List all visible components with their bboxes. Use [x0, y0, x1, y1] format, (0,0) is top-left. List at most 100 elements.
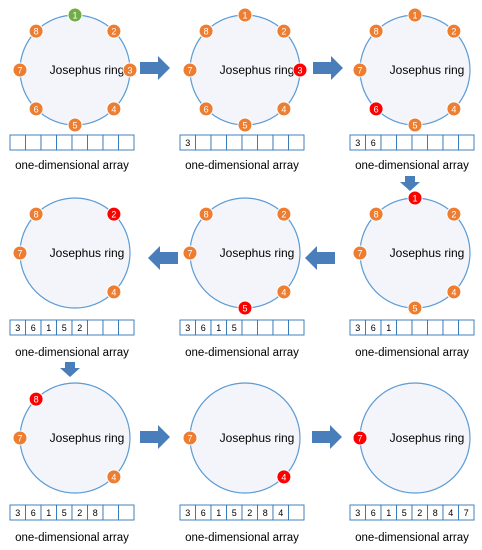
ring-node-label: 5	[412, 304, 417, 314]
array-cell-value: 7	[464, 508, 469, 518]
ring-node-2	[276, 206, 292, 222]
array-cell	[87, 319, 104, 336]
ring-node-4	[106, 101, 122, 117]
ring-node-2	[446, 206, 462, 222]
ring-node-6	[368, 101, 384, 117]
array-cell	[380, 134, 397, 151]
ring-label: Josephus ring	[50, 431, 125, 445]
ring-node-label: 7	[17, 249, 22, 259]
ring-node-label: 8	[374, 27, 379, 37]
array-cell-value: 6	[31, 508, 36, 518]
ring-node-label: 7	[187, 66, 192, 76]
array-cell-value: 6	[201, 508, 206, 518]
ring-node-5	[237, 300, 253, 316]
arrow-left-icon	[148, 246, 178, 270]
ring-node-1	[67, 7, 83, 23]
array-cell	[118, 134, 135, 151]
array-cell	[40, 134, 57, 151]
ring-node-label: 4	[281, 472, 286, 482]
ring-node-label: 8	[204, 210, 209, 220]
ring-node-8	[28, 391, 44, 407]
array-cell-value: 3	[185, 138, 190, 148]
array-cell-value: 1	[216, 323, 221, 333]
array-caption: one-dimensional array	[355, 347, 469, 359]
array-cell	[241, 134, 258, 151]
array-cell	[396, 134, 413, 151]
ring-node-label: 8	[204, 27, 209, 37]
ring-label: Josephus ring	[390, 431, 465, 445]
ring-node-label: 4	[451, 104, 456, 114]
array-cell	[427, 319, 444, 336]
ring-node-5	[237, 117, 253, 133]
array-cell	[257, 134, 274, 151]
ring-node-6	[28, 101, 44, 117]
ring-node-1	[407, 7, 423, 23]
array-cell	[427, 134, 444, 151]
ring-node-label: 2	[451, 27, 456, 37]
ring-node-4	[276, 101, 292, 117]
ring-node-2	[106, 23, 122, 39]
ring-node-label: 4	[111, 472, 116, 482]
array-cell	[71, 134, 88, 151]
array-cell-value: 3	[355, 323, 360, 333]
array-cell	[458, 134, 475, 151]
array-cell-value: 4	[278, 508, 283, 518]
array-caption: one-dimensional array	[355, 160, 469, 172]
array-caption: one-dimensional array	[15, 160, 129, 172]
array-cell	[25, 134, 42, 151]
array-cell	[118, 319, 135, 336]
array-cell-value: 5	[62, 508, 67, 518]
array-row	[9, 134, 135, 151]
ring-node-label: 2	[451, 210, 456, 220]
ring-node-7	[352, 430, 368, 446]
ring-node-7	[352, 245, 368, 261]
ring-label: Josephus ring	[220, 246, 295, 260]
ring-label: Josephus ring	[390, 246, 465, 260]
ring-node-label: 2	[281, 210, 286, 220]
array-cell-value: 8	[263, 508, 268, 518]
array-cell	[288, 504, 305, 521]
ring-node-label: 7	[187, 249, 192, 259]
ring-node-7	[12, 62, 28, 78]
ring-node-4	[106, 284, 122, 300]
ring-node-7	[12, 430, 28, 446]
array-cell	[241, 319, 258, 336]
array-cell-value: 5	[232, 323, 237, 333]
ring-node-label: 7	[357, 249, 362, 259]
ring-node-label: 4	[451, 287, 456, 297]
array-cell	[118, 504, 135, 521]
array-cell	[272, 134, 289, 151]
ring-node-2	[106, 206, 122, 222]
array-cell-value: 8	[93, 508, 98, 518]
array-cell-value: 6	[371, 138, 376, 148]
array-cell	[458, 319, 475, 336]
ring-node-label: 3	[127, 66, 132, 76]
array-cell-value: 3	[185, 323, 190, 333]
ring-node-8	[198, 23, 214, 39]
ring-node-label: 7	[357, 66, 362, 76]
ring-node-label: 7	[17, 434, 22, 444]
ring-node-8	[368, 206, 384, 222]
array-cell	[210, 134, 227, 151]
array-cell-value: 6	[371, 508, 376, 518]
ring-label: Josephus ring	[390, 63, 465, 77]
array-cell	[195, 134, 212, 151]
arrow-right-icon	[140, 56, 170, 80]
array-cell	[288, 134, 305, 151]
ring-node-label: 5	[242, 304, 247, 314]
ring-node-label: 6	[34, 104, 39, 114]
array-cell	[9, 134, 26, 151]
arrow-down-icon	[400, 176, 420, 191]
ring-node-5	[407, 117, 423, 133]
array-cell-value: 3	[15, 323, 20, 333]
arrow-right-icon	[312, 425, 342, 449]
ring-node-label: 4	[111, 104, 116, 114]
